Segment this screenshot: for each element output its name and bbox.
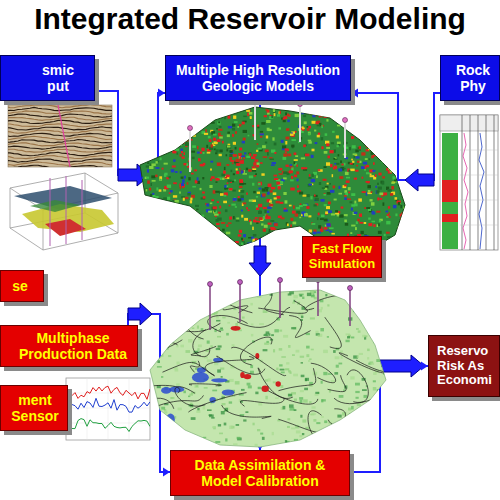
structure-cube [10, 173, 118, 250]
block-arrow [249, 246, 271, 276]
calibrated-model [120, 278, 400, 465]
node-label: Rock Phy [453, 62, 493, 94]
arrow-head [163, 468, 170, 477]
sensor-chart [66, 378, 150, 440]
data-box: ment Sensor [0, 385, 68, 431]
model-box: Multiple High Resolution Geologic Models [165, 55, 351, 101]
process-box: Fast Flow Simulation [302, 236, 382, 278]
input-box: smic put [0, 55, 95, 101]
node-label: Data Assimilation & Model Calibration [176, 457, 344, 489]
well-log-panel [440, 115, 498, 250]
process-box: Data Assimilation & Model Calibration [170, 450, 350, 496]
arrow-head [351, 89, 358, 98]
node-label: Multiphase Production Data [13, 330, 133, 362]
arrow-head [421, 362, 428, 371]
data-box: se [0, 270, 44, 302]
node-label: se [5, 278, 35, 294]
block-arrow [380, 355, 424, 377]
seismic-image [6, 104, 114, 168]
data-box: Multiphase Production Data [0, 325, 138, 367]
node-label: Reservo Risk As Economi [437, 344, 495, 389]
output-box: Reservo Risk As Economi [428, 335, 500, 397]
block-arrow [405, 169, 434, 191]
input-box: Rock Phy [440, 55, 500, 101]
node-label: Fast Flow Simulation [307, 242, 377, 272]
connector-line [351, 93, 440, 180]
node-label: Multiple High Resolution Geologic Models [170, 62, 346, 94]
block-arrow [128, 303, 152, 325]
node-label: smic put [36, 62, 80, 94]
diagram-title: Integrated Reservoir Modeling [0, 1, 500, 37]
node-label: ment Sensor [9, 392, 61, 424]
arrow-head [158, 89, 165, 98]
